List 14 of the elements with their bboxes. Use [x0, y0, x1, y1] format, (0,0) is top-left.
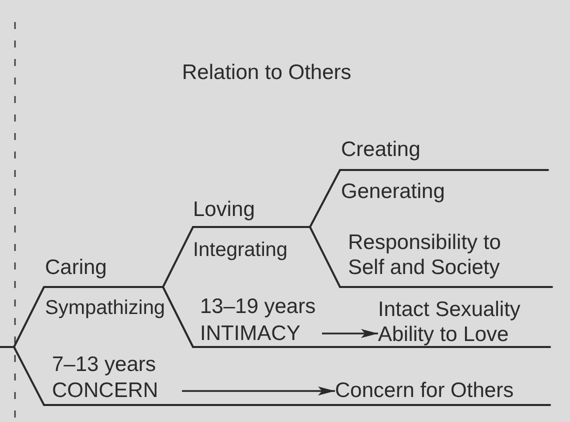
stage-text: 7–13 years CONCERN — [52, 352, 182, 404]
stage-text: Concern for Others — [335, 378, 547, 403]
stage-label: Caring — [45, 255, 107, 280]
diagram-title: Relation to Others — [182, 61, 352, 85]
stage-label: Creating — [341, 137, 420, 162]
stage-text: 13–19 years INTIMACY — [200, 293, 322, 347]
stage-label: Generating — [341, 179, 445, 204]
arrow — [322, 329, 378, 338]
stage-text: Intact Sexuality Ability to Love — [378, 297, 543, 347]
arrow — [182, 386, 335, 396]
stage-label: Integrating — [193, 238, 288, 263]
stage-label: Loving — [193, 197, 255, 222]
stage-label: Responsibility to Self and Society — [348, 230, 502, 280]
stage-label: Sympathizing — [45, 296, 166, 321]
